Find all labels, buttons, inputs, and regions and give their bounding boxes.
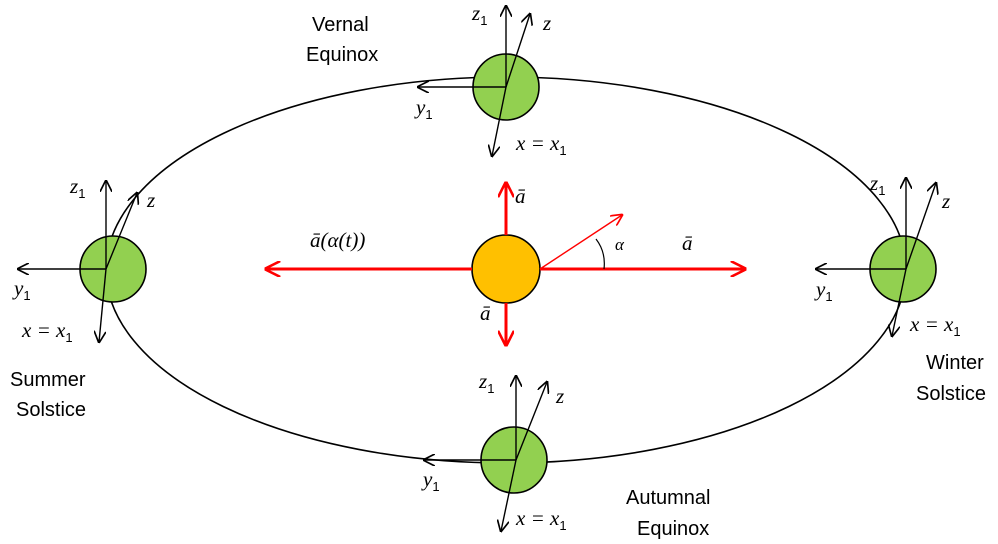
axis-z [515, 382, 547, 461]
label-winter-line2: Solstice [916, 383, 986, 405]
autumnal-z-label: z [555, 384, 564, 408]
axis-x [501, 459, 517, 531]
summer-z-label: z [146, 188, 155, 212]
autumnal-x-label: x = x1 [515, 506, 567, 533]
winter-x-label: x = x1 [909, 312, 961, 339]
label-autumnal-line2: Equinox [637, 518, 709, 540]
earth-vernal-equinox [418, 6, 540, 156]
vernal-x-label: x = x1 [515, 131, 567, 158]
label-winter-line1: Winter [926, 352, 984, 374]
label-summer-line2: Solstice [16, 399, 86, 421]
alpha-arc [595, 238, 605, 270]
vernal-z1-label: z1 [471, 1, 487, 28]
label-summer-line1: Summer [10, 369, 86, 391]
label-vernal-line1: Vernal [312, 14, 369, 36]
label-a-up: ā [515, 184, 526, 208]
winter-z1-label: z1 [869, 171, 885, 198]
vernal-z-label: z [542, 11, 551, 35]
summer-x-label: x = x1 [21, 318, 73, 345]
vector-alpha [539, 215, 622, 270]
vernal-y1-label: y1 [414, 95, 433, 122]
label-a-alpha-t: ā(α(t)) [310, 228, 365, 252]
sun-vectors [266, 183, 745, 345]
axis-x [492, 86, 507, 156]
autumnal-y1-label: y1 [421, 467, 440, 494]
label-vernal-line2: Equinox [306, 44, 378, 66]
summer-z1-label: z1 [69, 174, 85, 201]
sun [471, 234, 541, 304]
axis-z [505, 14, 530, 88]
label-alpha: α [615, 235, 625, 254]
earth-summer-solstice [18, 181, 147, 342]
axis-z [905, 183, 936, 270]
label-autumnal-line1: Autumnal [626, 487, 711, 509]
axis-x [99, 268, 107, 342]
axis-x [892, 268, 907, 336]
autumnal-z1-label: z1 [478, 369, 494, 396]
axis-z [105, 193, 137, 270]
earth-autumnal-equinox [424, 376, 547, 531]
winter-y1-label: y1 [814, 277, 833, 304]
earth-winter-solstice [816, 178, 936, 336]
summer-y1-label: y1 [12, 276, 31, 303]
winter-z-label: z [941, 189, 950, 213]
label-a-down: ā [480, 301, 491, 325]
label-a-right: ā [682, 231, 693, 255]
